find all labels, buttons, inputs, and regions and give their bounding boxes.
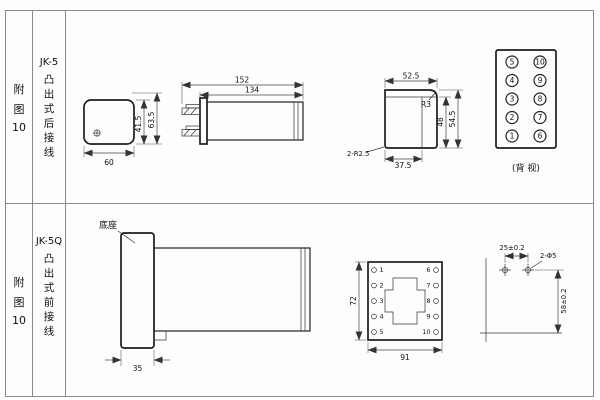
dim-case-length: 134 [245,86,260,95]
dim-total-height: 63.5 [147,111,156,128]
relay-case-side [206,101,304,141]
dim-top-width: 52.5 [403,72,420,81]
side-view-drawing: 152 134 [181,76,304,145]
model-cell-row1: JK-5 凸出式后接线 [33,11,65,203]
dim-total-length: 152 [235,76,250,85]
terminal-number: 1 [510,132,515,141]
terminal-number: 3 [510,95,515,104]
terminal-stud [185,125,201,130]
model-cell-row2: JK-5Q 凸出式前接线 [33,204,65,396]
pin-number: 5 [380,328,384,336]
dim-panel-width: 91 [400,353,410,362]
terminal-circle [533,92,547,106]
hole-callout: 2-R2.5 [347,150,369,158]
terminal-number: 5 [510,58,515,67]
terminal-number: 9 [538,76,543,85]
base-flange [120,232,155,349]
pin-number: 4 [380,313,384,321]
flange-profile [384,89,438,149]
figure-number-cell-row2: 附 图 10 [6,204,32,396]
mounting-hole [525,267,531,273]
drilling-plan-drawing: 25±0.2 2-Φ5 58±0.2 [480,244,568,342]
dim-panel-height: 72 [349,296,358,306]
wiring-type-label: 凸出式前接线 [42,253,55,340]
mounting-flange [199,97,208,145]
pin-hole [433,282,439,289]
table-border-top [5,10,594,11]
relay-case-front [83,99,135,145]
base-panel-drawing: 1 6 2 7 3 8 4 9 5 10 72 91 [349,261,443,362]
dim-case-height: 48 [436,117,445,127]
terminal-circle [533,55,547,69]
panel-cutout [384,277,426,325]
dim-case-depth: 37.5 [395,161,412,170]
figure-number-cell-row1: 附 图 10 [6,11,32,203]
dim-hole-spacing-v: 58±0.2 [560,288,568,313]
pin-number: 7 [426,282,430,290]
dim-total-height: 54.5 [448,110,457,127]
terminal-circle [533,110,547,125]
terminal-circle [533,129,547,143]
pin-hole [371,267,377,273]
pin-number: 6 [426,266,430,274]
pin-hole [371,313,377,320]
terminal-stud [185,104,201,109]
pin-hole [371,329,377,335]
terminal-circle [505,92,519,106]
pin-hole [433,313,439,320]
pin-hole [433,298,439,304]
hole-callout: 2-Φ5 [540,252,556,260]
terminal-number: 7 [538,113,543,122]
terminal-circle [505,73,519,88]
terminal-circle [505,110,519,125]
terminal-number: 10 [535,58,545,67]
model-label: JK-5Q [35,236,63,247]
terminal-number: 2 [510,113,515,122]
front-view-drawing: 60 41.5 63.5 [83,92,162,167]
base-side-view-drawing: 底座 35 [99,219,311,373]
dim-hole-spacing-h: 25±0.2 [499,244,524,252]
pin-number: 1 [380,266,384,274]
fig-number: 10 [12,313,26,327]
model-label: JK-5 [39,57,59,68]
fig-char: 附 [13,82,25,96]
wiring-type-label: 凸出式后接线 [42,74,55,161]
pin-number: 3 [380,297,384,305]
base-label: 底座 [99,219,117,231]
mounting-hole [502,267,508,273]
terminal-panel-drawing: 5 10 4 9 3 8 2 7 1 6 (背 视) [495,49,557,174]
dim-flange-width: 35 [133,364,143,373]
terminal-number: 4 [510,76,515,85]
terminal-circle [505,55,519,69]
pin-number: 9 [426,313,430,321]
base-panel-outline [367,261,443,341]
relay-case-side [153,247,311,332]
fig-number: 10 [12,120,26,134]
pin-number: 8 [426,297,430,305]
fig-char: 图 [13,102,25,116]
terminal-number: 8 [538,95,543,104]
pin-hole [371,298,377,304]
pin-hole [433,329,439,335]
terminal-circle [505,129,519,143]
fig-char: 附 [13,275,25,289]
dim-width: 60 [104,158,114,167]
rear-view-caption: (背 视) [512,162,540,174]
pin-hole [371,282,377,289]
pin-number: 2 [380,282,384,290]
row-divider [5,203,594,204]
table-border-bottom [5,396,594,397]
pin-number: 10 [422,328,430,336]
terminal-panel-outline [495,49,557,149]
corner-radius-label: R3 [421,100,431,109]
terminal-number: 6 [538,132,543,141]
rear-profile-drawing: R3 52.5 37.5 2-R2.5 48 54.5 [347,72,463,170]
dim-case-height: 41.5 [134,115,143,132]
fig-char: 图 [13,295,25,309]
pin-hole [433,267,439,273]
terminal-circle [533,73,547,88]
